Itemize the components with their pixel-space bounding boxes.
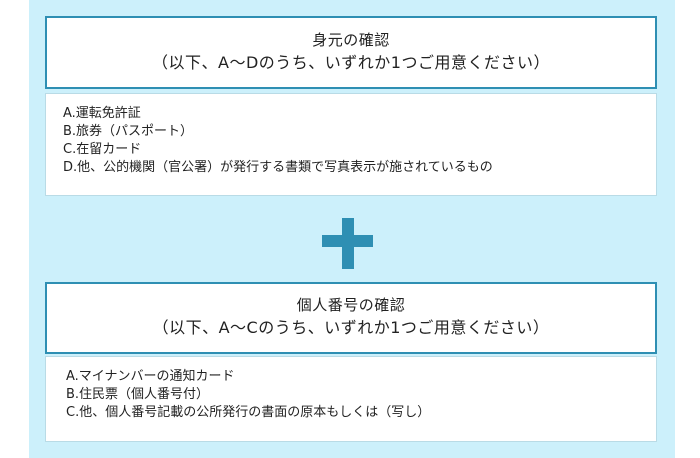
identity-heading-box: 身元の確認 （以下、A～Dのうち、いずれか1つご用意ください） bbox=[45, 16, 657, 89]
identity-document-list: A.運転免許証 B.旅券（パスポート） C.在留カード D.他、公的機関（官公署… bbox=[63, 105, 493, 177]
number-heading-box: 個人番号の確認 （以下、A～Cのうち、いずれか1つご用意ください） bbox=[45, 282, 657, 354]
plus-icon-vertical-bar bbox=[342, 218, 354, 269]
identity-title: 身元の確認 bbox=[312, 31, 390, 49]
number-document-list: A.マイナンバーの通知カード B.住民票（個人番号付） C.他、個人番号記載の公… bbox=[66, 368, 430, 422]
number-title: 個人番号の確認 bbox=[296, 296, 406, 314]
identity-subtitle: （以下、A～Dのうち、いずれか1つご用意ください） bbox=[152, 53, 550, 72]
number-item-a: A.マイナンバーの通知カード bbox=[66, 369, 235, 384]
identity-document-list-box: A.運転免許証 B.旅券（パスポート） C.在留カード D.他、公的機関（官公署… bbox=[45, 93, 657, 196]
number-item-c: C.他、個人番号記載の公所発行の書面の原本もしくは（写し） bbox=[66, 405, 431, 420]
identity-item-a: A.運転免許証 bbox=[63, 106, 141, 121]
number-subtitle: （以下、A～Cのうち、いずれか1つご用意ください） bbox=[152, 318, 550, 337]
identity-item-b: B.旅券（パスポート） bbox=[63, 124, 194, 139]
requirements-panel: 身元の確認 （以下、A～Dのうち、いずれか1つご用意ください） A.運転免許証 … bbox=[29, 0, 675, 458]
number-item-b: B.住民票（個人番号付） bbox=[66, 387, 210, 402]
plus-icon bbox=[322, 218, 373, 269]
number-document-list-box: A.マイナンバーの通知カード B.住民票（個人番号付） C.他、個人番号記載の公… bbox=[45, 356, 657, 442]
identity-item-c: C.在留カード bbox=[63, 142, 142, 157]
identity-item-d: D.他、公的機関（官公署）が発行する書類で写真表示が施されているもの bbox=[63, 160, 493, 175]
